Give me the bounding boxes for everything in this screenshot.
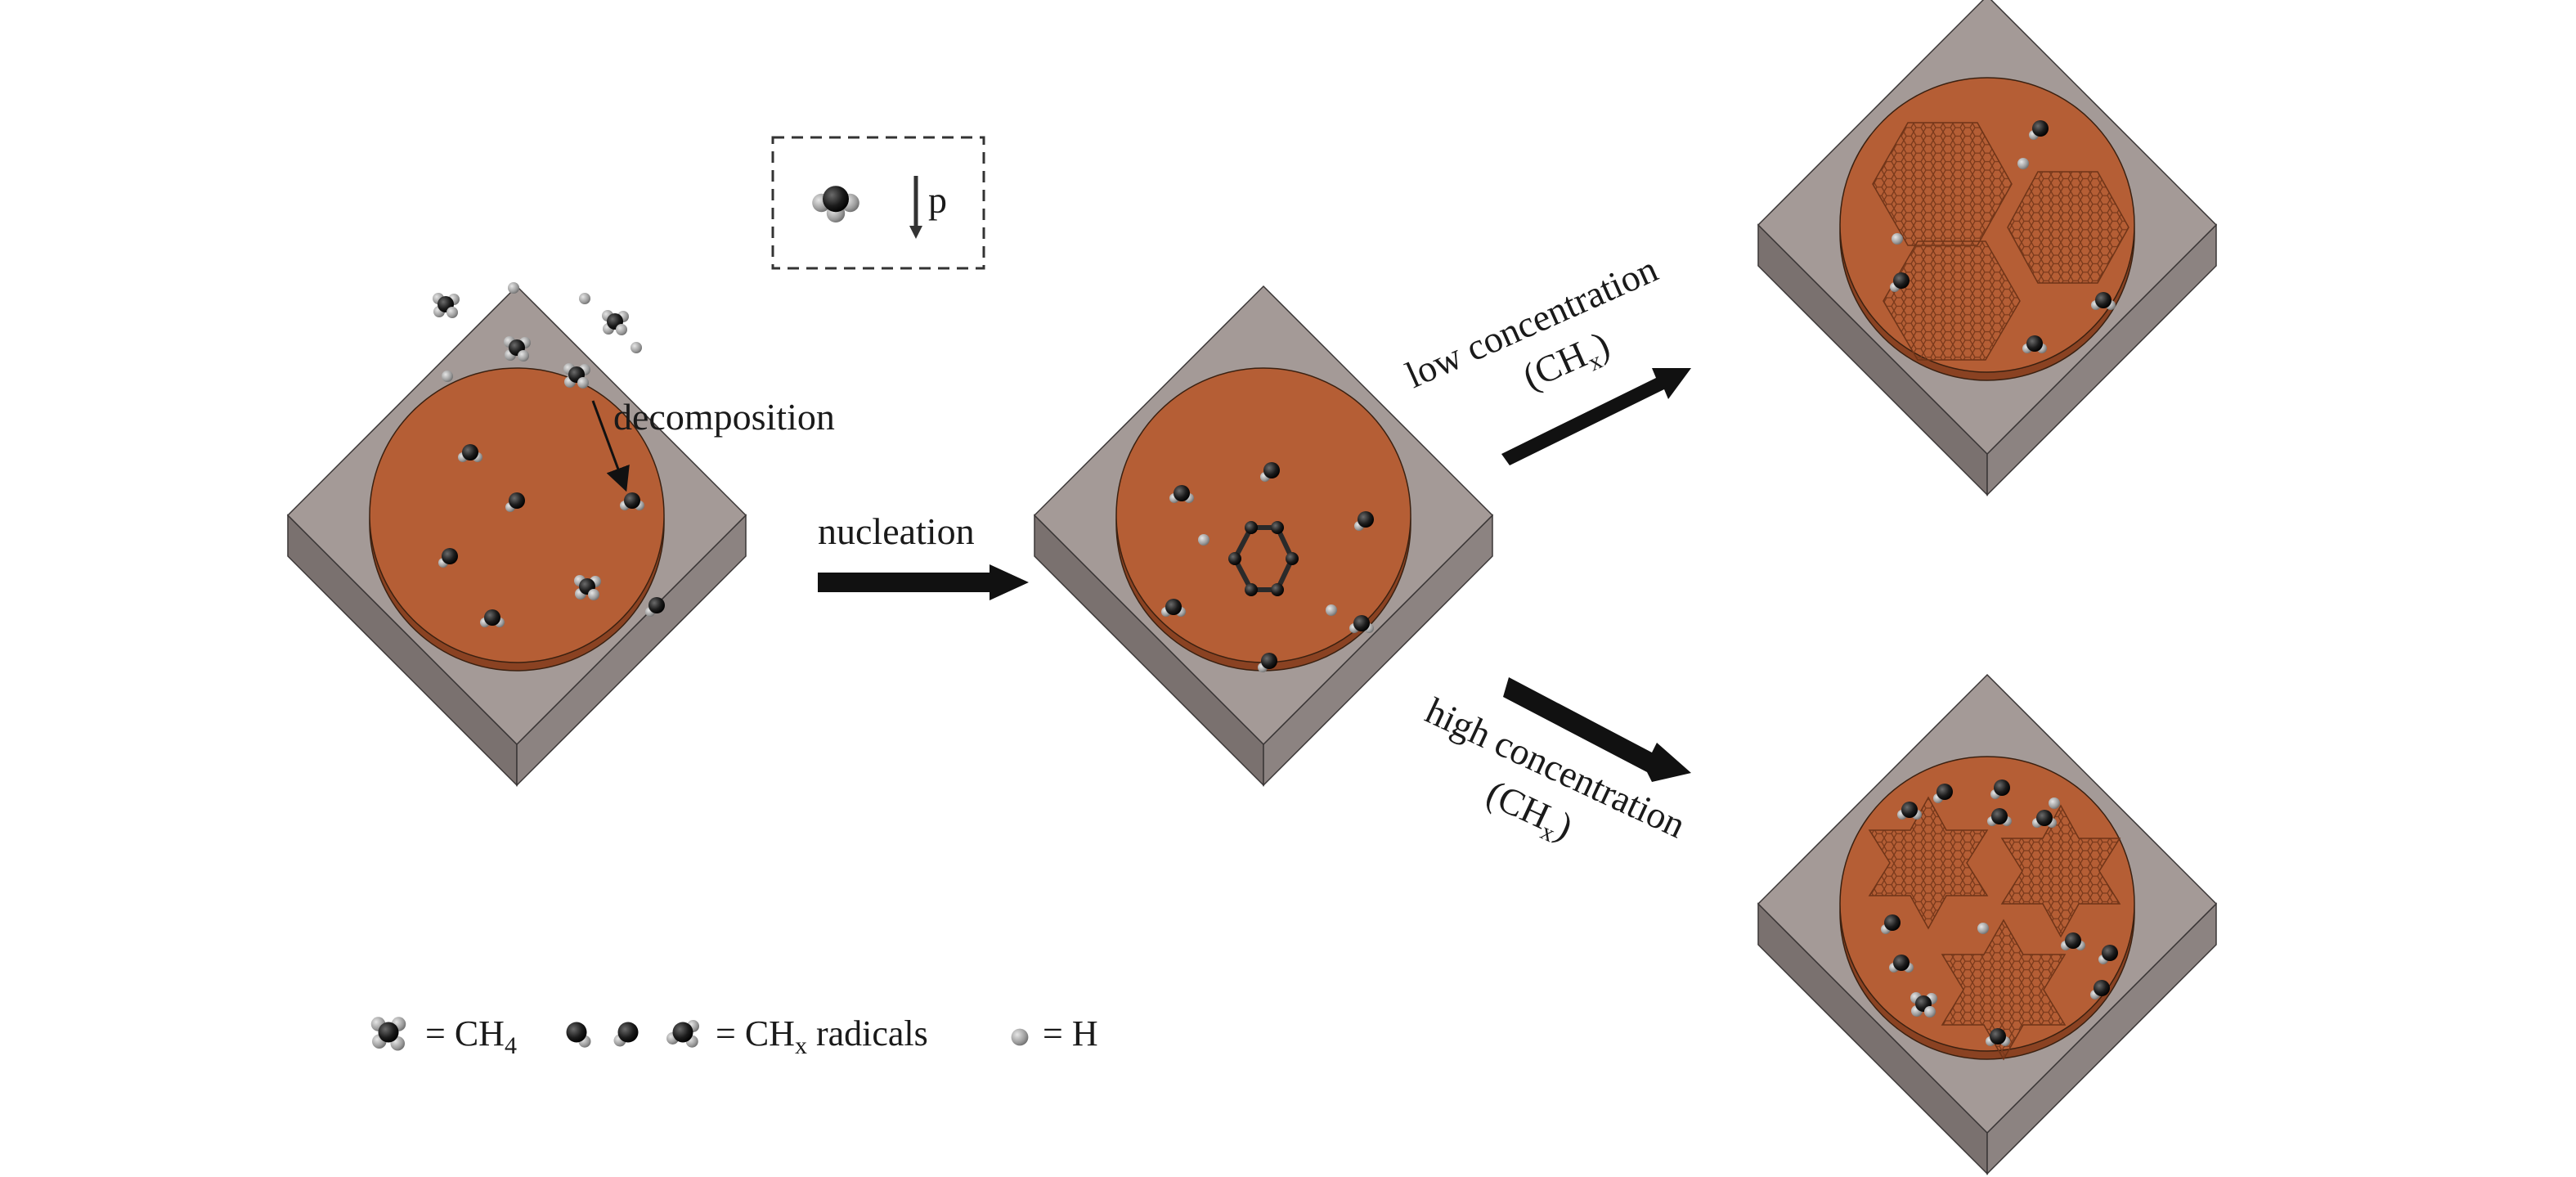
ch4-molecule-icon: [433, 293, 460, 318]
hexagonal-domain: [2007, 171, 2129, 284]
decomposition-arrow: [591, 400, 630, 492]
stage-2-nucleation: [1034, 285, 1493, 786]
pressure-arrow-icon: [909, 176, 922, 239]
hydrogen-atom-icon: [1977, 923, 1989, 934]
nucleation-label: nucleation: [818, 510, 975, 552]
svg-text:= H: = H: [1043, 1013, 1098, 1053]
svg-text:= CHx radicals: = CHx radicals: [716, 1013, 928, 1059]
hydrogen-atom-icon: [442, 371, 453, 382]
graphene-nucleus: [1228, 521, 1299, 596]
ch4-molecule-icon: [370, 1017, 406, 1051]
dendritic-domain: [2000, 804, 2121, 938]
hydrogen-atom-icon: [1198, 534, 1209, 546]
hexagonal-graphene-domains: [1872, 122, 2129, 361]
low-concentration-arrow: [1501, 368, 1691, 465]
hydrogen-atom-icon: [579, 293, 590, 304]
stage-3a-low-concentration: [1757, 0, 2217, 496]
decomposition-label: decomposition: [613, 396, 835, 438]
substrate-3b: [1757, 674, 2217, 1175]
legend-h: = H: [1011, 1013, 1098, 1053]
svg-text:= CH4: = CH4: [425, 1013, 517, 1059]
dendritic-domain: [1868, 796, 1989, 930]
hydrogen-atom-icon: [2017, 158, 2029, 169]
pressure-label: p: [928, 179, 947, 221]
pressure-inset: p: [771, 136, 985, 270]
inset-frame: [771, 136, 985, 270]
stage-1-decomposition: decomposition: [287, 282, 835, 786]
hydrogen-atom-icon: [2049, 797, 2060, 809]
legend-chx-radicals: = CHx radicals: [566, 1013, 928, 1059]
hydrogen-atom-icon: [1011, 1028, 1029, 1046]
nucleation-arrow: [818, 564, 1029, 600]
chx-radical-icon: [666, 1020, 699, 1048]
chx-radical-icon: [566, 1022, 591, 1048]
hydrogen-atom-icon: [631, 342, 642, 353]
hydrogen-atom-icon: [1892, 233, 1903, 245]
high-concentration-arrow: [1503, 677, 1691, 782]
substrate-1: [287, 285, 747, 786]
low-concentration-label: low concentration (CHx): [1399, 248, 1663, 398]
legend-ch4: = CH4: [370, 1013, 517, 1059]
chx-radical-icon: [613, 1022, 639, 1047]
hydrogen-atom-icon: [508, 282, 519, 294]
dendritic-domain: [1941, 919, 2067, 1061]
ch4-molecule-icon: [812, 186, 859, 222]
hydrogen-atom-icon: [1326, 604, 1337, 616]
ch4-molecule-icon: [602, 310, 629, 335]
stage-3b-high-concentration: [1757, 674, 2217, 1175]
high-concentration-label: high concentration (CHx): [1420, 690, 1692, 847]
star-shaped-graphene-domains: [1868, 796, 2121, 1061]
legend: = CH4 = CHx radicals = H: [370, 1013, 1098, 1059]
hexagonal-domain: [1883, 240, 2021, 361]
